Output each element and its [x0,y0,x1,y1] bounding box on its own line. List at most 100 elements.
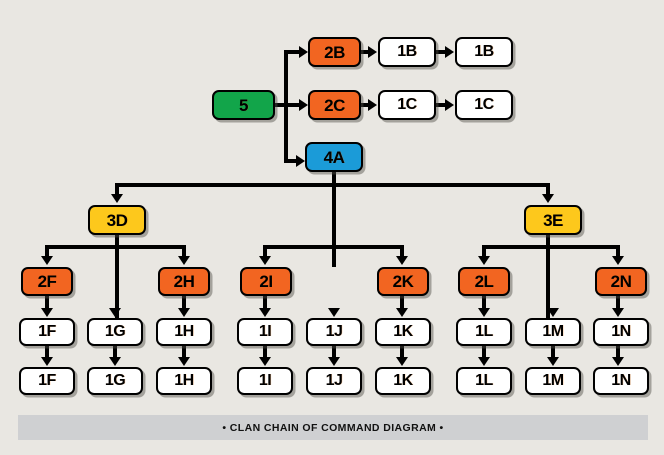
node-1c-n1c1[interactable]: 1C [378,90,436,120]
node-label: 1I [258,372,272,389]
node-label: 1H [174,323,194,340]
node-2n-n2n[interactable]: 2N [595,267,647,296]
connector-mid-bus [263,245,403,249]
node-label: 5 [239,95,248,115]
node-label: 1J [325,323,343,340]
arrow-to-1l [478,308,490,317]
arrow-to-1g [109,308,121,317]
node-1h-n1h[interactable]: 1H [156,318,212,346]
node-1c-n1c2[interactable]: 1C [455,90,513,120]
node-4a-n4a[interactable]: 4A [305,142,363,172]
arrow-to-1g2 [109,357,121,366]
node-1g-n1g2[interactable]: 1G [87,367,143,395]
node-label: 2L [474,272,494,291]
arrow-to-2h [178,256,190,265]
connector-2k-to-1k [400,296,404,312]
connector-1b1-to-1b2 [436,50,448,54]
connector-3e-bus-right-drop [616,245,620,259]
node-2l-n2l[interactable]: 2L [458,267,510,296]
node-2k-n2k[interactable]: 2K [377,267,429,296]
node-label: 1C [474,96,494,113]
node-label: 1B [474,43,494,60]
connector-level3-bus [115,183,550,187]
arrow-to-2b [299,46,308,58]
node-label: 1L [475,323,493,340]
arrow-to-1m2 [547,357,559,366]
connector-2h-to-1h [182,296,186,312]
node-label: 1G [104,372,126,389]
node-2i-n2i[interactable]: 2I [240,267,292,296]
node-1i-n1i2[interactable]: 1I [237,367,293,395]
arrow-to-2f [41,256,53,265]
node-1j-n1j2[interactable]: 1J [306,367,362,395]
node-2b-n2b[interactable]: 2B [308,37,361,67]
connector-1h-to-1h2 [182,346,186,361]
arrow-to-1h [178,308,190,317]
arrow-to-1n2 [612,357,624,366]
node-1l-n1l[interactable]: 1L [456,318,512,346]
arrow-to-1f2 [41,357,53,366]
node-1k-n1k[interactable]: 1K [375,318,431,346]
node-2f-n2f[interactable]: 2F [21,267,73,296]
connector-1c1-to-1c2 [436,103,448,107]
connector-3d-bus-right-drop [182,245,186,259]
node-2h-n2h[interactable]: 2H [158,267,210,296]
node-label: 3E [543,210,563,230]
node-1i-n1i[interactable]: 1I [237,318,293,346]
node-label: 4A [323,147,345,167]
node-label: 1I [258,323,272,340]
node-label: 1F [38,323,56,340]
connector-hub-to-4a [284,159,300,163]
node-1k-n1k2[interactable]: 1K [375,367,431,395]
node-1n-n1n[interactable]: 1N [593,318,649,346]
node-1l-n1l2[interactable]: 1L [456,367,512,395]
connector-bus-drop-3d [115,183,119,197]
connector-1g-to-1g2 [113,346,117,361]
arrow-to-1h2 [178,357,190,366]
connector-2n-to-1n [616,296,620,312]
node-label: 2F [37,272,57,291]
node-1m-n1m2[interactable]: 1M [525,367,581,395]
node-1h-n1h2[interactable]: 1H [156,367,212,395]
node-1f-n1f2[interactable]: 1F [19,367,75,395]
node-label: 1G [104,323,126,340]
arrow-to-1i [259,308,271,317]
node-1g-n1g[interactable]: 1G [87,318,143,346]
connector-2f-to-1f [45,296,49,312]
connector-1f-to-1f2 [45,346,49,361]
node-1f-n1f[interactable]: 1F [19,318,75,346]
node-1b-n1b2[interactable]: 1B [455,37,513,67]
arrow-to-1l2 [478,357,490,366]
node-1m-n1m[interactable]: 1M [525,318,581,346]
arrow-to-4a [296,155,305,167]
node-2c-n2c[interactable]: 2C [308,90,361,120]
node-1n-n1n2[interactable]: 1N [593,367,649,395]
node-3e-n3e[interactable]: 3E [524,205,582,235]
node-label: 2I [259,272,273,291]
node-label: 2C [324,95,345,115]
arrow-to-1k [396,308,408,317]
connector-1l-to-1l2 [482,346,486,361]
arrow-to-1b1 [368,46,377,58]
connector-1j-to-1j2 [332,346,336,361]
node-label: 2B [324,42,345,62]
connector-1m-to-1m2 [551,346,555,361]
node-1j-n1j[interactable]: 1J [306,318,362,346]
connector-mid-bus-left-drop [263,245,267,259]
connector-2i-to-1i [263,296,267,312]
connector-3e-drop [546,235,550,318]
connector-1k-to-1k2 [400,346,404,361]
arrow-to-1n [612,308,624,317]
arrow-to-1k2 [396,357,408,366]
arrow-to-1j [328,308,340,317]
node-label: 1M [542,372,564,389]
caption-text: • CLAN CHAIN OF COMMAND DIAGRAM • [222,421,444,434]
node-1b-n1b1[interactable]: 1B [378,37,436,67]
connector-3d-bus-left-drop [45,245,49,259]
arrow-to-1m [547,308,559,317]
node-5-n5[interactable]: 5 [212,90,275,120]
node-3d-n3d[interactable]: 3D [88,205,146,235]
node-label: 1J [325,372,343,389]
node-label: 3D [106,210,128,230]
